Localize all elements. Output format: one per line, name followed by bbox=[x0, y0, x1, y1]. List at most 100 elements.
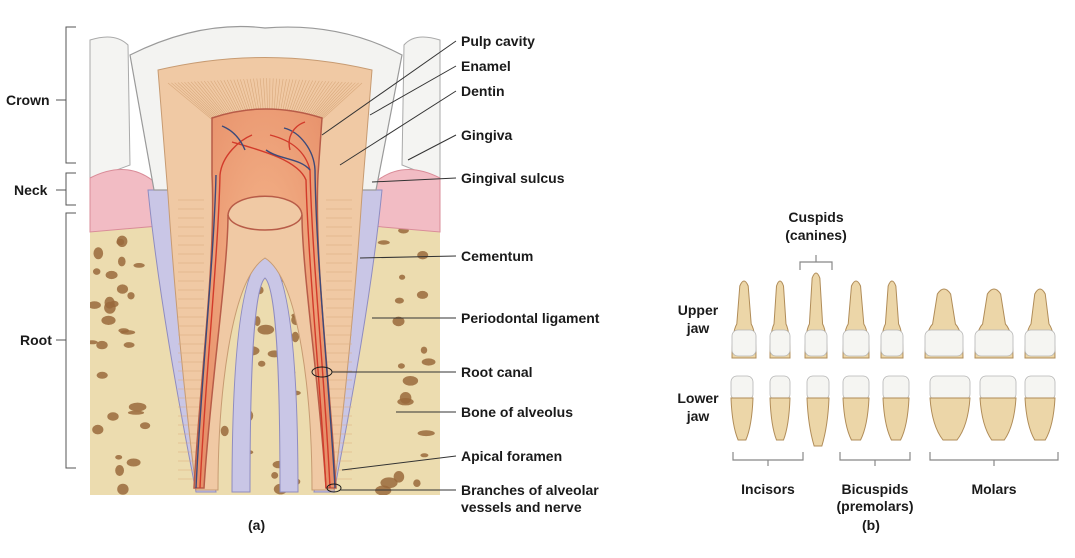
dentin-tubule bbox=[311, 82, 350, 123]
upper-tooth-crown bbox=[804, 329, 828, 357]
bone-pore bbox=[402, 376, 419, 386]
neighbor-tooth-left bbox=[89, 36, 131, 181]
label-incisors: Incisors bbox=[741, 481, 795, 497]
bone-pore bbox=[417, 251, 429, 260]
dentin-tubule bbox=[167, 82, 216, 123]
label-lower: Lower bbox=[677, 390, 719, 406]
lower-tooth-crown bbox=[730, 375, 754, 401]
label-gingiva: Gingiva bbox=[461, 127, 513, 143]
bone-pore bbox=[413, 479, 421, 488]
bone-pore bbox=[127, 410, 145, 415]
bone-pore bbox=[96, 371, 108, 379]
label-branches-line2: vessels and nerve bbox=[461, 499, 582, 515]
bone-pore bbox=[90, 301, 101, 309]
upper-tooth-crown bbox=[1024, 329, 1056, 357]
label-pulp-cavity: Pulp cavity bbox=[461, 33, 535, 49]
label-molars: Molars bbox=[971, 481, 1017, 497]
label-cementum: Cementum bbox=[461, 248, 534, 264]
label-periodontal-ligament: Periodontal ligament bbox=[461, 310, 600, 326]
bone-pore bbox=[126, 458, 141, 467]
lower-tooth-crown bbox=[929, 375, 971, 401]
upper-tooth-crown bbox=[924, 329, 964, 357]
bone-pore bbox=[393, 471, 405, 483]
leader-lines bbox=[321, 40, 457, 491]
lower-incisor-tooth bbox=[730, 397, 754, 441]
bone-pore bbox=[133, 263, 145, 268]
lower-tooth-crown bbox=[769, 375, 791, 401]
lower-molar-tooth bbox=[1024, 397, 1056, 441]
dentin-tubule bbox=[184, 81, 225, 123]
upper-tooth-crown bbox=[880, 329, 904, 357]
dentin-tubule bbox=[180, 82, 223, 123]
bone-pore bbox=[392, 316, 405, 327]
label-gingival-sulcus: Gingival sulcus bbox=[461, 170, 565, 186]
dentin-tubule bbox=[315, 82, 356, 123]
dentin-tubule bbox=[171, 82, 217, 123]
label-enamel: Enamel bbox=[461, 58, 511, 74]
pulp-arch-edge bbox=[227, 214, 303, 231]
dentin-tubule bbox=[318, 82, 363, 123]
caption-a: (a) bbox=[248, 517, 266, 533]
bone-pore bbox=[93, 247, 104, 260]
dentin-tubule bbox=[313, 82, 353, 123]
label-cuspids: Cuspids bbox=[788, 209, 844, 225]
bone-pore bbox=[417, 430, 435, 437]
bone-pore bbox=[257, 324, 275, 335]
bone-pore bbox=[140, 422, 151, 430]
bone-pore bbox=[377, 240, 390, 245]
bone-pore bbox=[220, 425, 229, 437]
label-branches-line1: Branches of alveolar bbox=[461, 482, 599, 498]
cross-section-illustration bbox=[56, 25, 457, 495]
dentin-tubule bbox=[177, 82, 221, 123]
bone-pore bbox=[128, 402, 147, 412]
lower-tooth-crown bbox=[806, 375, 830, 401]
ligament-inner bbox=[231, 254, 299, 493]
dentin-tubule bbox=[316, 82, 359, 123]
dentin-tubule bbox=[309, 82, 346, 123]
dentin-tubule bbox=[174, 82, 219, 123]
bone-pore bbox=[397, 363, 405, 369]
bone-pore bbox=[90, 340, 98, 345]
bone-pore bbox=[271, 472, 279, 479]
lower-tooth-crown bbox=[1024, 375, 1056, 401]
bone-pore bbox=[115, 455, 123, 460]
label-upper: Upper bbox=[677, 302, 719, 318]
upper-tooth-crown bbox=[842, 329, 870, 357]
bone-pore bbox=[101, 315, 116, 325]
bone-pore bbox=[420, 453, 429, 458]
bone-pore bbox=[421, 358, 436, 366]
lower-canine-tooth bbox=[806, 397, 830, 447]
lower-molar-tooth bbox=[929, 397, 971, 441]
bone-pore bbox=[96, 340, 108, 350]
bone-pore bbox=[107, 412, 119, 421]
label-upper-jaw: jaw bbox=[686, 320, 710, 336]
label-bicuspids: Bicuspids bbox=[841, 481, 909, 497]
pulp-vessels bbox=[195, 121, 336, 489]
label-bone-of-alveolus: Bone of alveolus bbox=[461, 404, 574, 420]
lower-incisor-tooth bbox=[769, 397, 791, 441]
bone-pore bbox=[116, 238, 125, 246]
bone-pore bbox=[258, 360, 266, 367]
bone-pore bbox=[397, 398, 414, 406]
region-brackets bbox=[56, 26, 76, 469]
lower-bicuspid-tooth bbox=[842, 397, 870, 441]
bone-pore bbox=[399, 274, 406, 280]
label-dentin: Dentin bbox=[461, 83, 505, 99]
lower-tooth-crown bbox=[882, 375, 910, 401]
region-label-crown: Crown bbox=[6, 92, 50, 108]
region-label-root: Root bbox=[20, 332, 52, 348]
label-root-canal: Root canal bbox=[461, 364, 533, 380]
bone-pore bbox=[92, 424, 104, 435]
upper-tooth-crown bbox=[974, 329, 1014, 357]
bone-pore bbox=[394, 297, 404, 304]
upper-tooth-crown bbox=[731, 329, 757, 357]
lower-molar-tooth bbox=[979, 397, 1017, 441]
bone-pore bbox=[416, 290, 429, 299]
dentition-illustration bbox=[730, 272, 1056, 447]
bone-pore bbox=[291, 331, 300, 343]
label-lower-jaw: jaw bbox=[686, 408, 710, 424]
lower-bicuspid-tooth bbox=[882, 397, 910, 441]
bone-pore bbox=[118, 328, 129, 333]
